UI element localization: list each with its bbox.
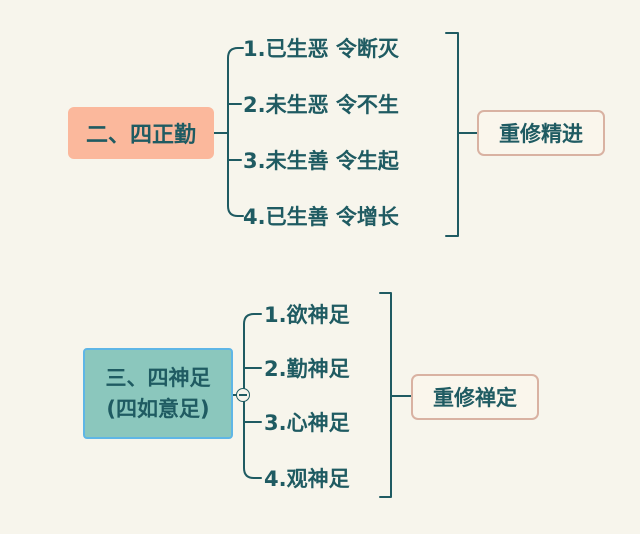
root-node-label-line2: (四如意足) (106, 396, 210, 421)
topic-label: 1.欲神足 (264, 303, 350, 327)
topic-label: 3.未生善 令生起 (243, 149, 399, 173)
topic-label: 3.心神足 (264, 411, 350, 435)
summary-label: 重修精进 (499, 122, 583, 146)
topic-item[interactable]: 1.欲神足 (264, 296, 350, 332)
topic-label: 2.勤神足 (264, 357, 350, 381)
topic-item[interactable]: 4.已生善 令增长 (243, 198, 399, 234)
topic-label: 2.未生恶 令不生 (243, 93, 399, 117)
topic-label: 4.观神足 (264, 467, 350, 491)
bracket-g2 (379, 292, 392, 498)
summary-node-vigor[interactable]: 重修精进 (477, 110, 605, 156)
summary-node-meditation[interactable]: 重修禅定 (411, 374, 539, 420)
root-node-label-line1: 三、四神足 (105, 365, 211, 390)
minus-circle-icon[interactable] (236, 388, 250, 402)
topic-item[interactable]: 3.心神足 (264, 404, 350, 440)
topic-item[interactable]: 4.观神足 (264, 460, 350, 496)
topic-label: 1.已生恶 令断灭 (243, 37, 399, 61)
root-node-label: 二、四正勤 (85, 123, 196, 148)
topic-item[interactable]: 3.未生善 令生起 (243, 142, 399, 178)
topic-label: 4.已生善 令增长 (243, 205, 399, 229)
summary-label: 重修禅定 (433, 386, 517, 410)
topic-item[interactable]: 2.未生恶 令不生 (243, 86, 399, 122)
root-node-four-right-efforts[interactable]: 二、四正勤 (68, 107, 214, 159)
connector-g1-trunk (227, 47, 239, 217)
topic-item[interactable]: 1.已生恶 令断灭 (243, 30, 399, 66)
root-node-four-bases-of-power[interactable]: 三、四神足 (四如意足) (83, 348, 233, 439)
topic-item[interactable]: 2.勤神足 (264, 350, 350, 386)
bracket-g1 (445, 32, 459, 237)
